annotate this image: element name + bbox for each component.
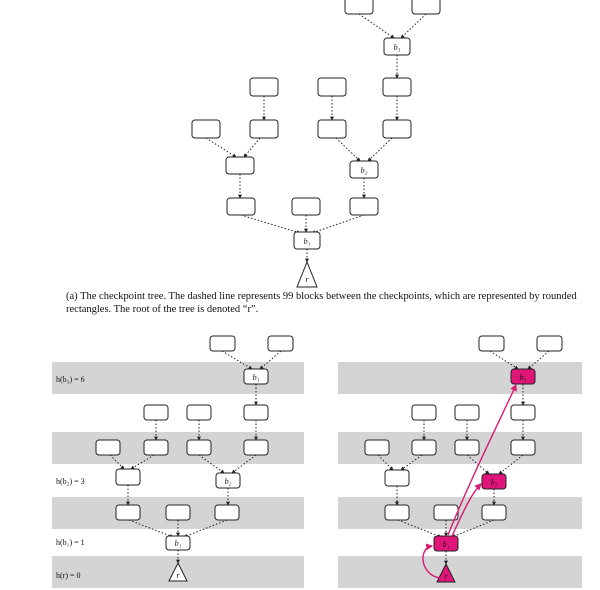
checkpoint-box <box>382 77 412 97</box>
label-b3: b₃ <box>394 43 401 52</box>
checkpoint-box <box>510 404 536 421</box>
checkpoint-box <box>115 504 141 521</box>
checkpoint-box <box>317 77 347 97</box>
checkpoint-box <box>214 504 240 521</box>
checkpoint-box <box>481 504 507 521</box>
checkpoint-box <box>454 439 480 456</box>
checkpoint-box <box>510 439 536 456</box>
root-triangle <box>296 260 318 288</box>
label-root: r <box>305 275 309 284</box>
checkpoint-box <box>143 404 169 421</box>
label-b3: b₃ <box>253 373 260 382</box>
justification-arcs <box>422 383 517 579</box>
figure-caption: (a) The checkpoint tree. The dashed line… <box>66 291 577 315</box>
checkpoint-box <box>382 119 412 139</box>
height-label-r: h(r) = 0 <box>56 571 81 580</box>
checkpoint-box <box>411 404 437 421</box>
height-label-b3: h(b₃) = 6 <box>56 375 85 384</box>
height-label-b2: h(b₂) = 3 <box>56 477 85 486</box>
label-b2: b₂ <box>491 478 498 487</box>
checkpoint-box <box>143 439 169 456</box>
checkpoint-box <box>384 504 410 521</box>
checkpoint-box <box>191 119 221 139</box>
arc-b1-to-b2 <box>451 483 482 537</box>
height-label-b1: h(b₁) = 1 <box>56 538 85 547</box>
root-triangle-highlighted <box>436 562 456 583</box>
checkpoint-box <box>349 197 379 216</box>
checkpoint-b1 <box>293 231 321 250</box>
checkpoint-box <box>186 439 212 456</box>
height-band <box>338 497 582 529</box>
checkpoint-box <box>344 0 374 15</box>
panel-b-left: h(b₃) = 6 h(b₂) = 3 h(b₁) = 1 h(r) = 0 b… <box>52 335 304 588</box>
checkpoint-box <box>536 335 563 352</box>
checkpoint-b1 <box>165 535 191 551</box>
checkpoint-box <box>186 404 212 421</box>
checkpoint-b2 <box>215 472 241 489</box>
panel-a-edges <box>205 13 427 263</box>
checkpoint-box <box>411 0 441 15</box>
height-band <box>338 556 582 588</box>
checkpoint-b3-highlighted <box>510 368 536 385</box>
checkpoint-box <box>364 439 390 456</box>
checkpoint-box <box>411 439 437 456</box>
panel-b-right: b₃ b₂ b₁ r <box>338 335 582 588</box>
height-band <box>338 362 582 394</box>
panel-b-right-edges <box>377 350 550 565</box>
checkpoint-b3 <box>383 37 411 56</box>
checkpoint-box <box>317 119 347 139</box>
checkpoint-b2 <box>349 160 379 179</box>
checkpoint-box <box>249 77 279 97</box>
checkpoint-box <box>478 335 505 352</box>
checkpoint-box <box>226 197 256 216</box>
root-triangle <box>168 561 188 582</box>
label-b3: b₃ <box>520 373 527 382</box>
arc-b1-to-b3 <box>447 383 517 536</box>
checkpoint-box <box>115 468 141 486</box>
label-b1: b₁ <box>304 237 311 246</box>
checkpoint-box <box>165 504 191 521</box>
checkpoint-box <box>454 404 480 421</box>
checkpoint-box <box>243 404 269 421</box>
label-b2: b₂ <box>361 166 368 175</box>
label-b1: b₁ <box>175 539 182 548</box>
panel-a-tree: b₃ b₂ b₁ r <box>191 0 441 288</box>
panel-b-left-edges <box>109 350 282 564</box>
checkpoint-box <box>243 439 269 456</box>
label-root: r <box>444 572 448 581</box>
checkpoint-b1-highlighted <box>433 535 459 552</box>
label-b2: b₂ <box>225 477 232 486</box>
arc-r-to-b1 <box>422 543 441 579</box>
checkpoint-box <box>291 197 321 216</box>
checkpoint-box <box>225 156 255 175</box>
checkpoint-b2-highlighted <box>481 473 507 490</box>
checkpoint-box <box>384 469 410 487</box>
checkpoint-b3 <box>243 368 269 385</box>
label-b1: b₁ <box>443 540 450 549</box>
checkpoint-box <box>209 335 236 352</box>
checkpoint-box <box>267 335 294 352</box>
checkpoint-box <box>249 119 279 139</box>
checkpoint-box <box>95 439 121 456</box>
label-root: r <box>176 571 180 580</box>
